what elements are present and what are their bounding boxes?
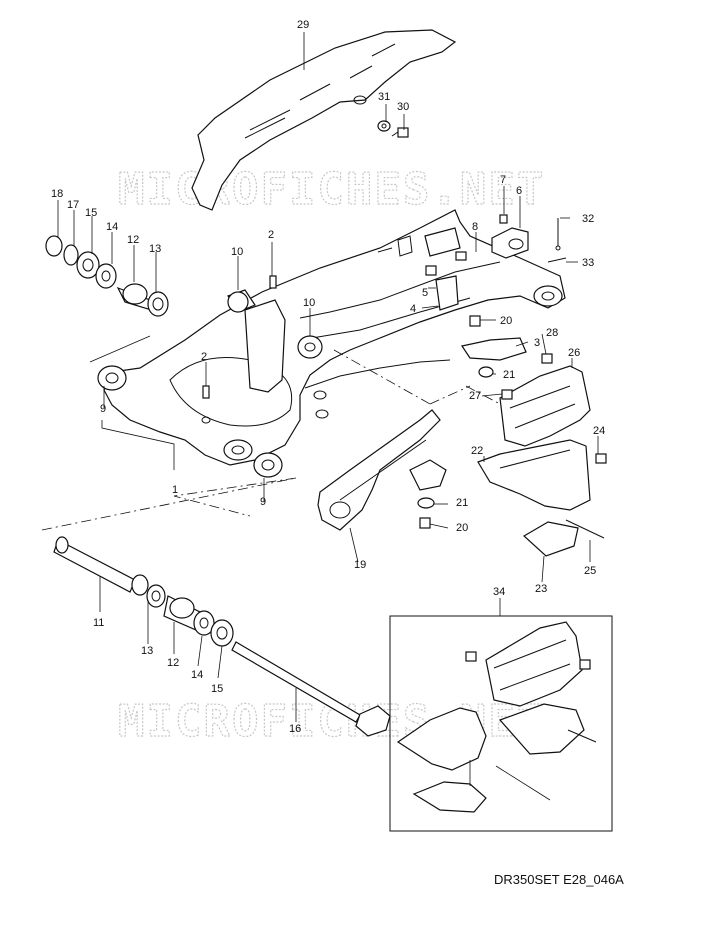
diagram-reference: DR350SET E28_046A	[494, 872, 624, 887]
part-label: 14	[191, 669, 203, 681]
part-label: 29	[297, 19, 309, 31]
part-label: 2	[201, 351, 207, 363]
part-label: 34	[493, 586, 505, 598]
part-label: 1	[172, 484, 178, 496]
part-label: 13	[141, 645, 153, 657]
part-label: 21	[503, 369, 515, 381]
chain-slider-mount	[461, 315, 527, 378]
part-label: 21	[456, 497, 468, 509]
swing-arm	[103, 209, 566, 466]
washer-31	[377, 120, 391, 132]
watermark-top: MICROFICHES.NET	[118, 164, 545, 215]
part-label: 12	[127, 234, 139, 246]
bushing-10-lower	[297, 335, 323, 359]
upper-right-parts	[455, 214, 567, 263]
grease-nipple-2-upper	[269, 275, 277, 289]
part-label: 19	[354, 559, 366, 571]
part-label: 22	[471, 445, 483, 457]
part-label: 5	[422, 287, 428, 299]
chain-guide-assembly	[477, 353, 607, 557]
pivot-axle-assembly	[53, 536, 391, 737]
bushing-9-right	[253, 452, 283, 478]
part-label: 9	[260, 496, 266, 508]
part-label: 9	[100, 403, 106, 415]
part-label: 32	[582, 213, 594, 225]
part-label: 15	[211, 683, 223, 695]
kit-box-34	[389, 615, 613, 832]
part-label: 10	[231, 246, 243, 258]
part-label: 16	[289, 723, 301, 735]
part-label: 30	[397, 101, 409, 113]
part-label: 27	[469, 390, 481, 402]
part-label: 4	[410, 303, 416, 315]
part-label: 20	[500, 315, 512, 327]
part-label: 23	[535, 583, 547, 595]
part-label: 24	[593, 425, 605, 437]
bushing-9-left	[97, 365, 127, 391]
part-label: 6	[516, 185, 522, 197]
chain-slider	[317, 409, 447, 531]
part-label: 11	[93, 617, 104, 629]
part-label: 12	[167, 657, 179, 669]
part-label: 17	[67, 199, 79, 211]
bracket-4-5	[425, 265, 459, 311]
part-label: 31	[378, 91, 390, 103]
part-label: 7	[500, 174, 506, 186]
leader-lines	[41, 32, 599, 801]
bushing-10-upper	[227, 289, 256, 313]
part-label: 13	[149, 243, 161, 255]
part-label: 14	[106, 221, 118, 233]
chain-guard	[191, 29, 457, 211]
bolt-20-lower	[419, 517, 431, 529]
part-label: 26	[568, 347, 580, 359]
part-label: 28	[546, 327, 558, 339]
part-label: 8	[472, 221, 478, 233]
part-label: 2	[268, 229, 274, 241]
pivot-parts-upper	[45, 235, 169, 317]
washer-21-lower	[417, 497, 435, 509]
part-label: 33	[582, 257, 594, 269]
part-labels: 29 31 30 7 6 32 33 8 18 17 15 14 12 13 2…	[51, 19, 605, 735]
part-label: 10	[303, 297, 315, 309]
part-label: 18	[51, 188, 63, 200]
part-label: 3	[534, 337, 540, 349]
part-label: 15	[85, 207, 97, 219]
part-label: 20	[456, 522, 468, 534]
part-label: 25	[584, 565, 596, 577]
bolt-30	[391, 127, 409, 138]
